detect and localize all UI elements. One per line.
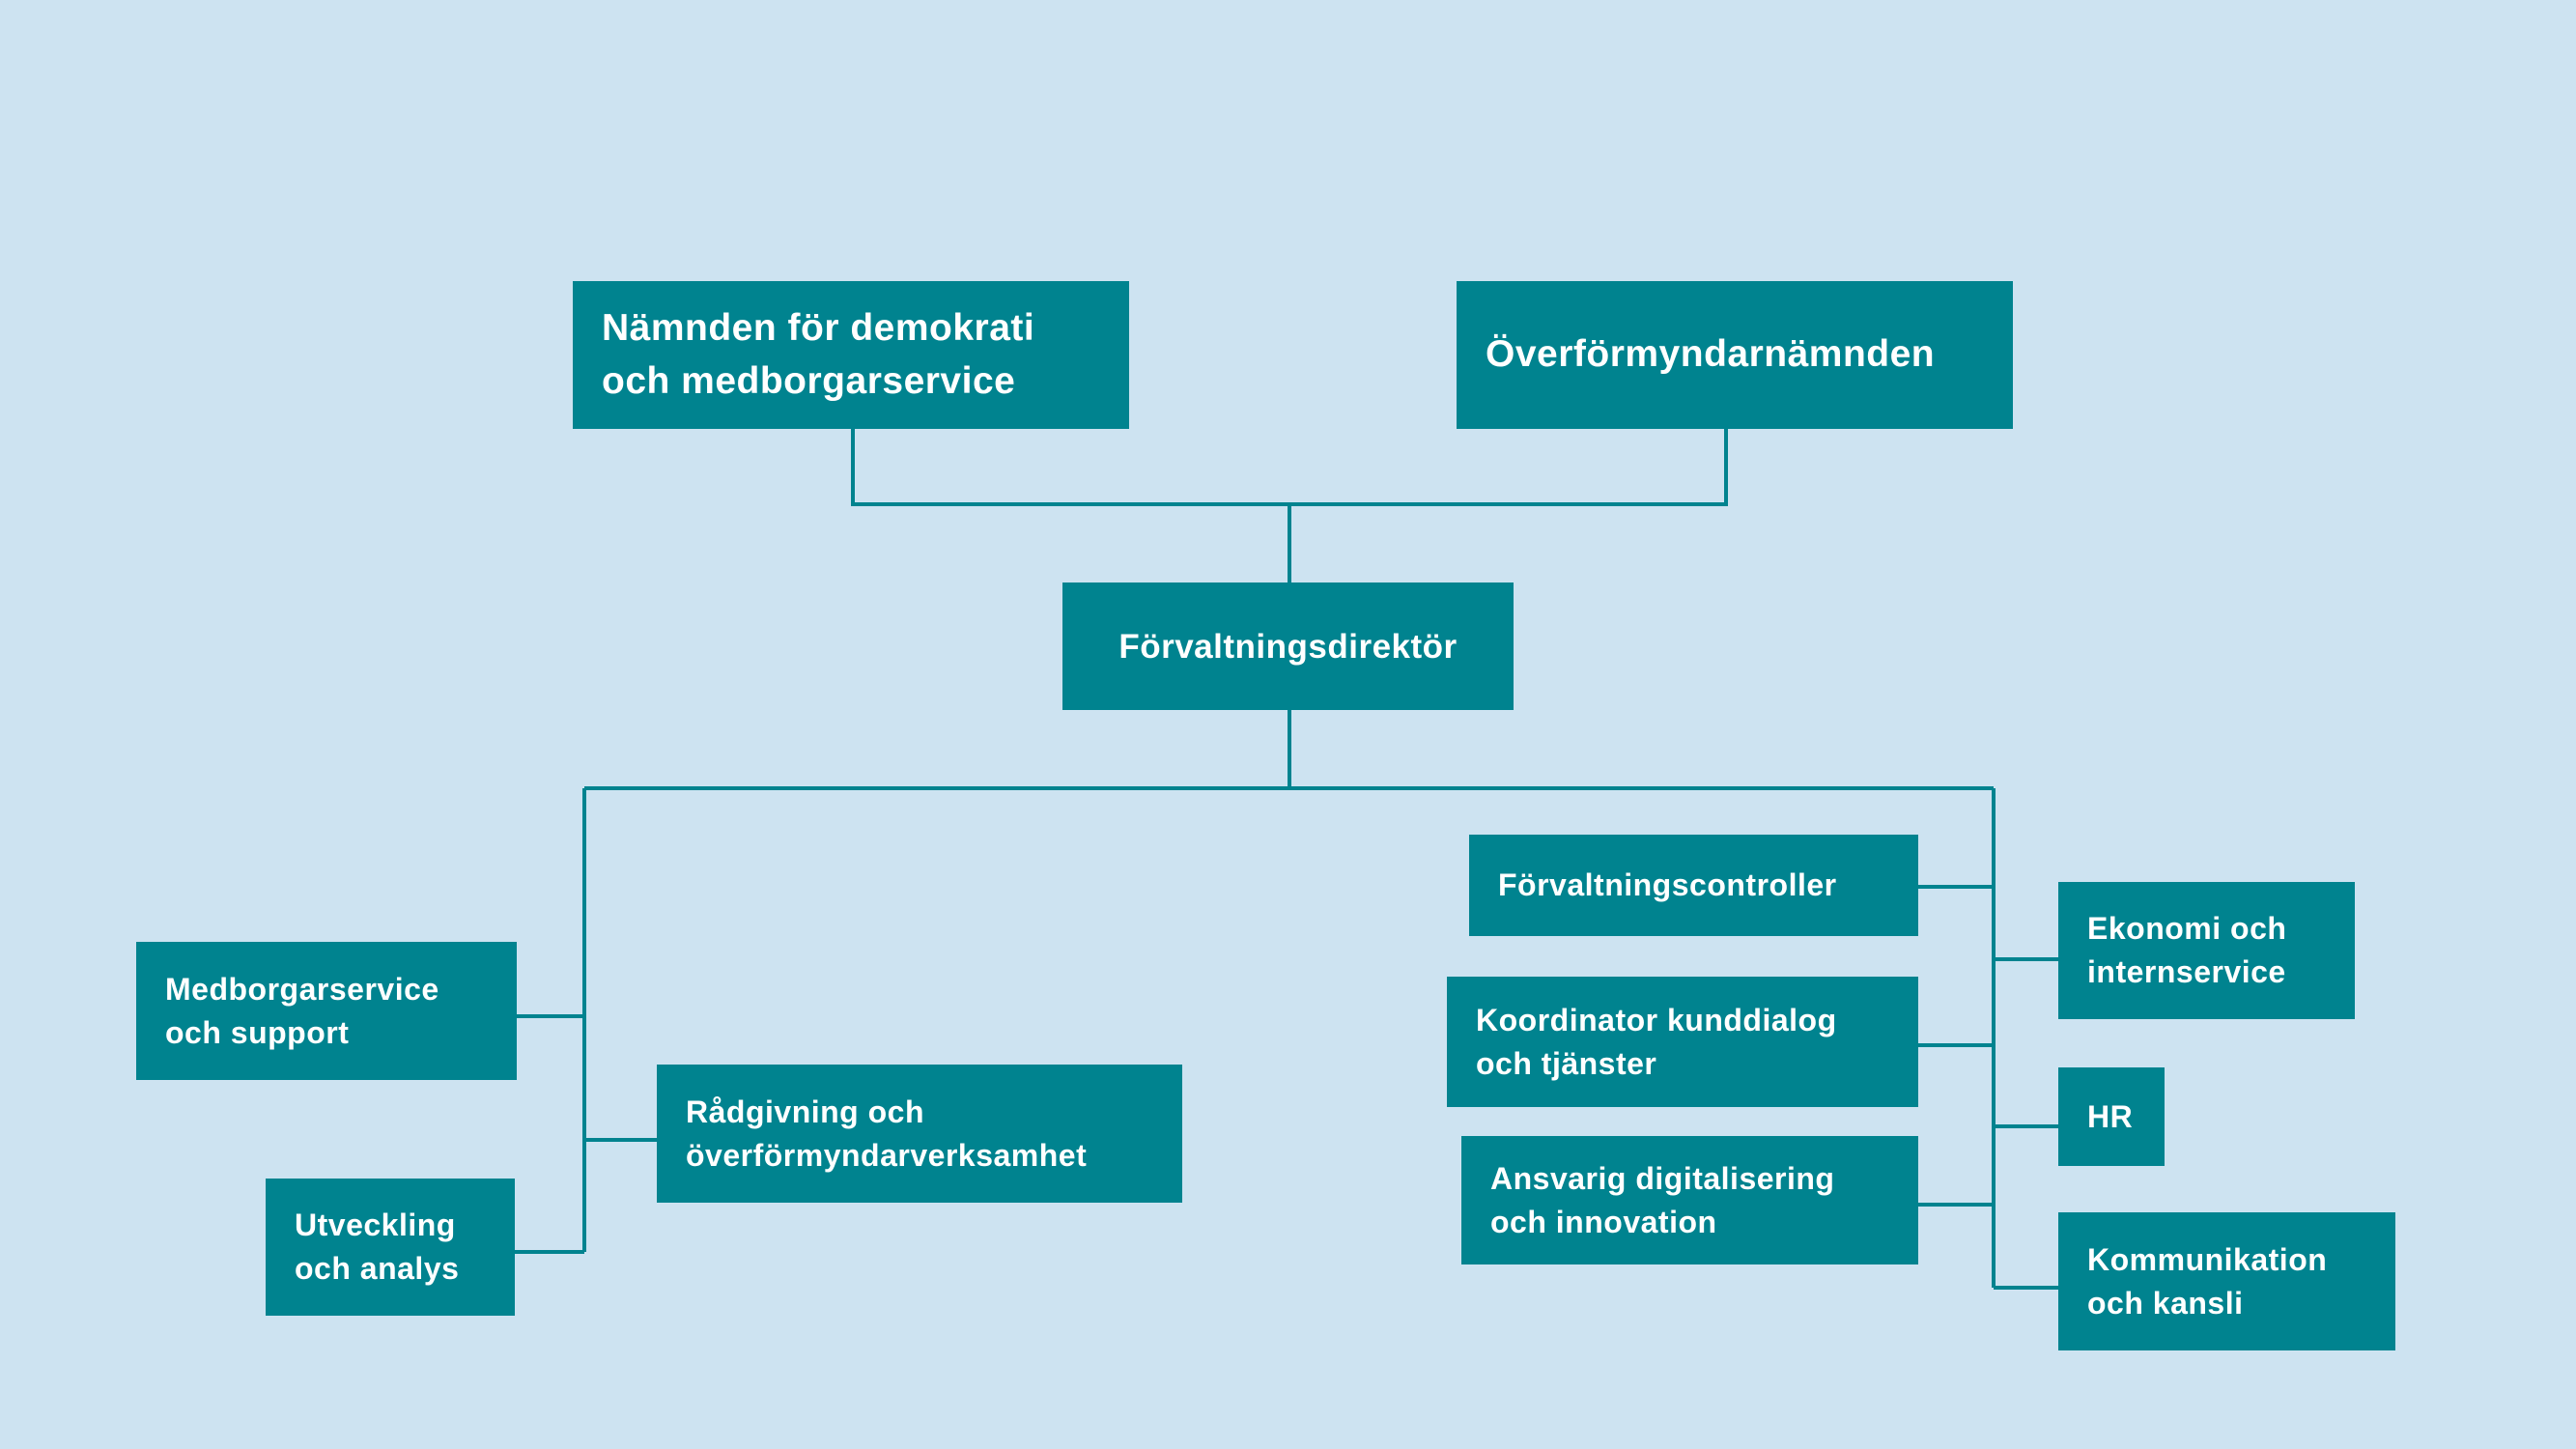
box-kommunikation: Kommunikation och kansli [2058, 1212, 2395, 1350]
box-utveckling-line1: Utveckling [295, 1208, 456, 1243]
box-koordinator-line2: och tjänster [1476, 1045, 1657, 1081]
box-overformyndarnamnden: Överförmyndarnämnden [1457, 281, 2013, 429]
box-ansvarig-line2: och innovation [1490, 1204, 1717, 1239]
box-forvaltningscontroller-line1: Förvaltningscontroller [1498, 867, 1837, 903]
box-forvaltningscontroller: Förvaltningscontroller [1469, 835, 1918, 936]
box-ekonomi-line2: internservice [2087, 954, 2286, 989]
box-forvaltningsdirektor-line1: Förvaltningsdirektör [1118, 627, 1458, 666]
box-namnden-demokrati: Nämnden för demokrati och medborgarservi… [573, 281, 1129, 429]
box-ansvarig-line1: Ansvarig digitalisering [1490, 1160, 1835, 1196]
box-ekonomi-line1: Ekonomi och [2087, 911, 2287, 947]
box-utveckling: Utveckling och analys [266, 1179, 515, 1316]
box-kommunikation-line1: Kommunikation [2087, 1241, 2328, 1277]
box-medborgarservice: Medborgarservice och support [136, 942, 517, 1080]
box-hr-line1: HR [2087, 1098, 2134, 1134]
box-medborgarservice-line1: Medborgarservice [165, 971, 439, 1007]
box-namnden-demokrati-line2: och medborgarservice [602, 359, 1016, 402]
box-forvaltningsdirektor: Förvaltningsdirektör [1062, 582, 1514, 710]
box-koordinator: Koordinator kunddialog och tjänster [1447, 977, 1918, 1107]
box-ekonomi: Ekonomi och internservice [2058, 882, 2355, 1019]
connector-boards [851, 429, 1728, 506]
box-radgivning-line1: Rådgivning och [686, 1094, 924, 1129]
box-medborgarservice-line2: och support [165, 1014, 350, 1050]
box-namnden-demokrati-line1: Nämnden för demokrati [602, 306, 1035, 349]
box-radgivning-line2: överförmyndarverksamhet [686, 1137, 1088, 1173]
box-koordinator-line1: Koordinator kunddialog [1476, 1002, 1837, 1037]
box-kommunikation-line2: och kansli [2087, 1285, 2244, 1321]
box-hr: HR [2058, 1067, 2165, 1166]
box-ansvarig: Ansvarig digitalisering och innovation [1461, 1136, 1918, 1264]
box-overformyndarnamnden-line1: Överförmyndarnämnden [1486, 333, 1936, 376]
box-radgivning: Rådgivning och överförmyndarverksamhet [657, 1065, 1182, 1203]
box-utveckling-line2: och analys [295, 1251, 460, 1286]
